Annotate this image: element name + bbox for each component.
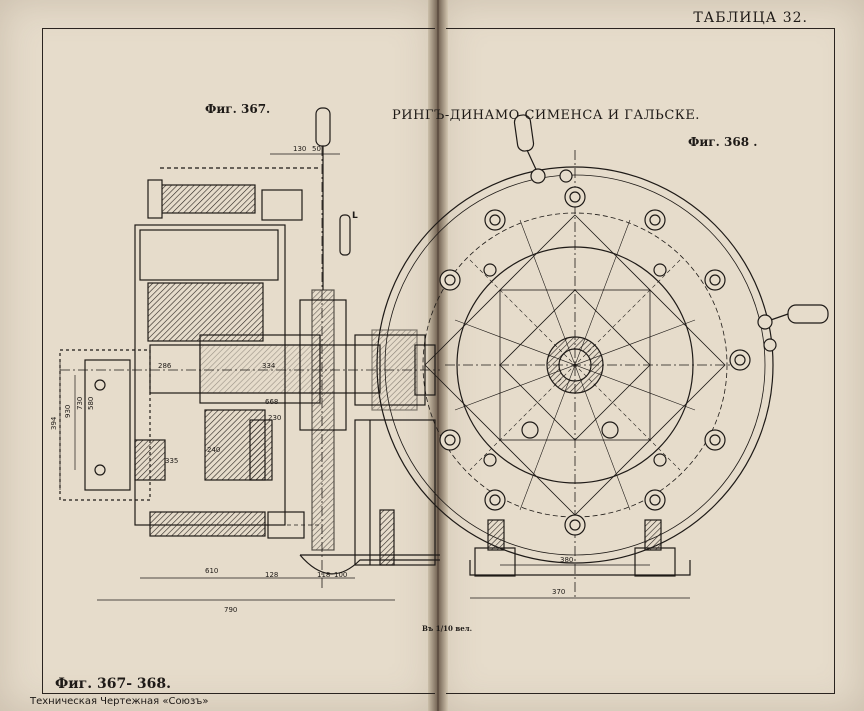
- label-l: L: [352, 211, 358, 221]
- scale-note: Въ 1/10 вел.: [422, 624, 473, 633]
- dim-118: 118: [317, 571, 330, 579]
- figure-367-label: Фиг. 367.: [205, 102, 271, 116]
- dim-580: 580: [87, 397, 95, 410]
- fig-368-dimensions: 380 370: [552, 556, 573, 596]
- dim-128: 128: [265, 571, 278, 579]
- fig-368-bolt-holes: [439, 186, 751, 536]
- publisher-imprint: Техническая Чертежная «Союзъ»: [30, 696, 209, 707]
- right-page: [440, 0, 864, 711]
- figure-range-label: Фиг. 367- 368.: [55, 676, 171, 692]
- fig-368-base: [469, 519, 691, 599]
- plate-label: ТАБЛИЦА 32.: [693, 10, 808, 26]
- dim-100: 100: [334, 571, 347, 579]
- right-drawing-frame: [446, 28, 835, 694]
- dim-286: 286: [158, 362, 172, 370]
- figure-368-label: Фиг. 368 .: [688, 135, 758, 149]
- fig-368-levers: [513, 114, 829, 352]
- dim-240: 240: [207, 446, 220, 454]
- dim-790: 790: [224, 606, 237, 614]
- dim-380: 380: [560, 556, 573, 564]
- dim-50: 50: [312, 145, 321, 153]
- fig-367-dimensions: 130 50 286 334 930 730 580 394 335 240 6…: [50, 145, 358, 614]
- dim-930: 930: [64, 405, 72, 418]
- dim-335: 335: [165, 457, 178, 465]
- dim-370: 370: [552, 588, 565, 596]
- dim-230: 230: [268, 414, 281, 422]
- dim-610: 610: [205, 567, 218, 575]
- left-drawing-frame: [42, 28, 435, 694]
- dim-334: 334: [262, 362, 276, 370]
- drawing-title: РИНГЪ-ДИНАМО СИМЕНСА И ГАЛЬСКЕ.: [392, 108, 700, 123]
- book-gutter: [428, 0, 448, 711]
- dim-730: 730: [76, 397, 84, 410]
- dim-130: 130: [293, 145, 306, 153]
- dim-394: 394: [50, 416, 58, 430]
- dim-668: 668: [265, 398, 278, 406]
- fig-367-side-section: [59, 107, 440, 601]
